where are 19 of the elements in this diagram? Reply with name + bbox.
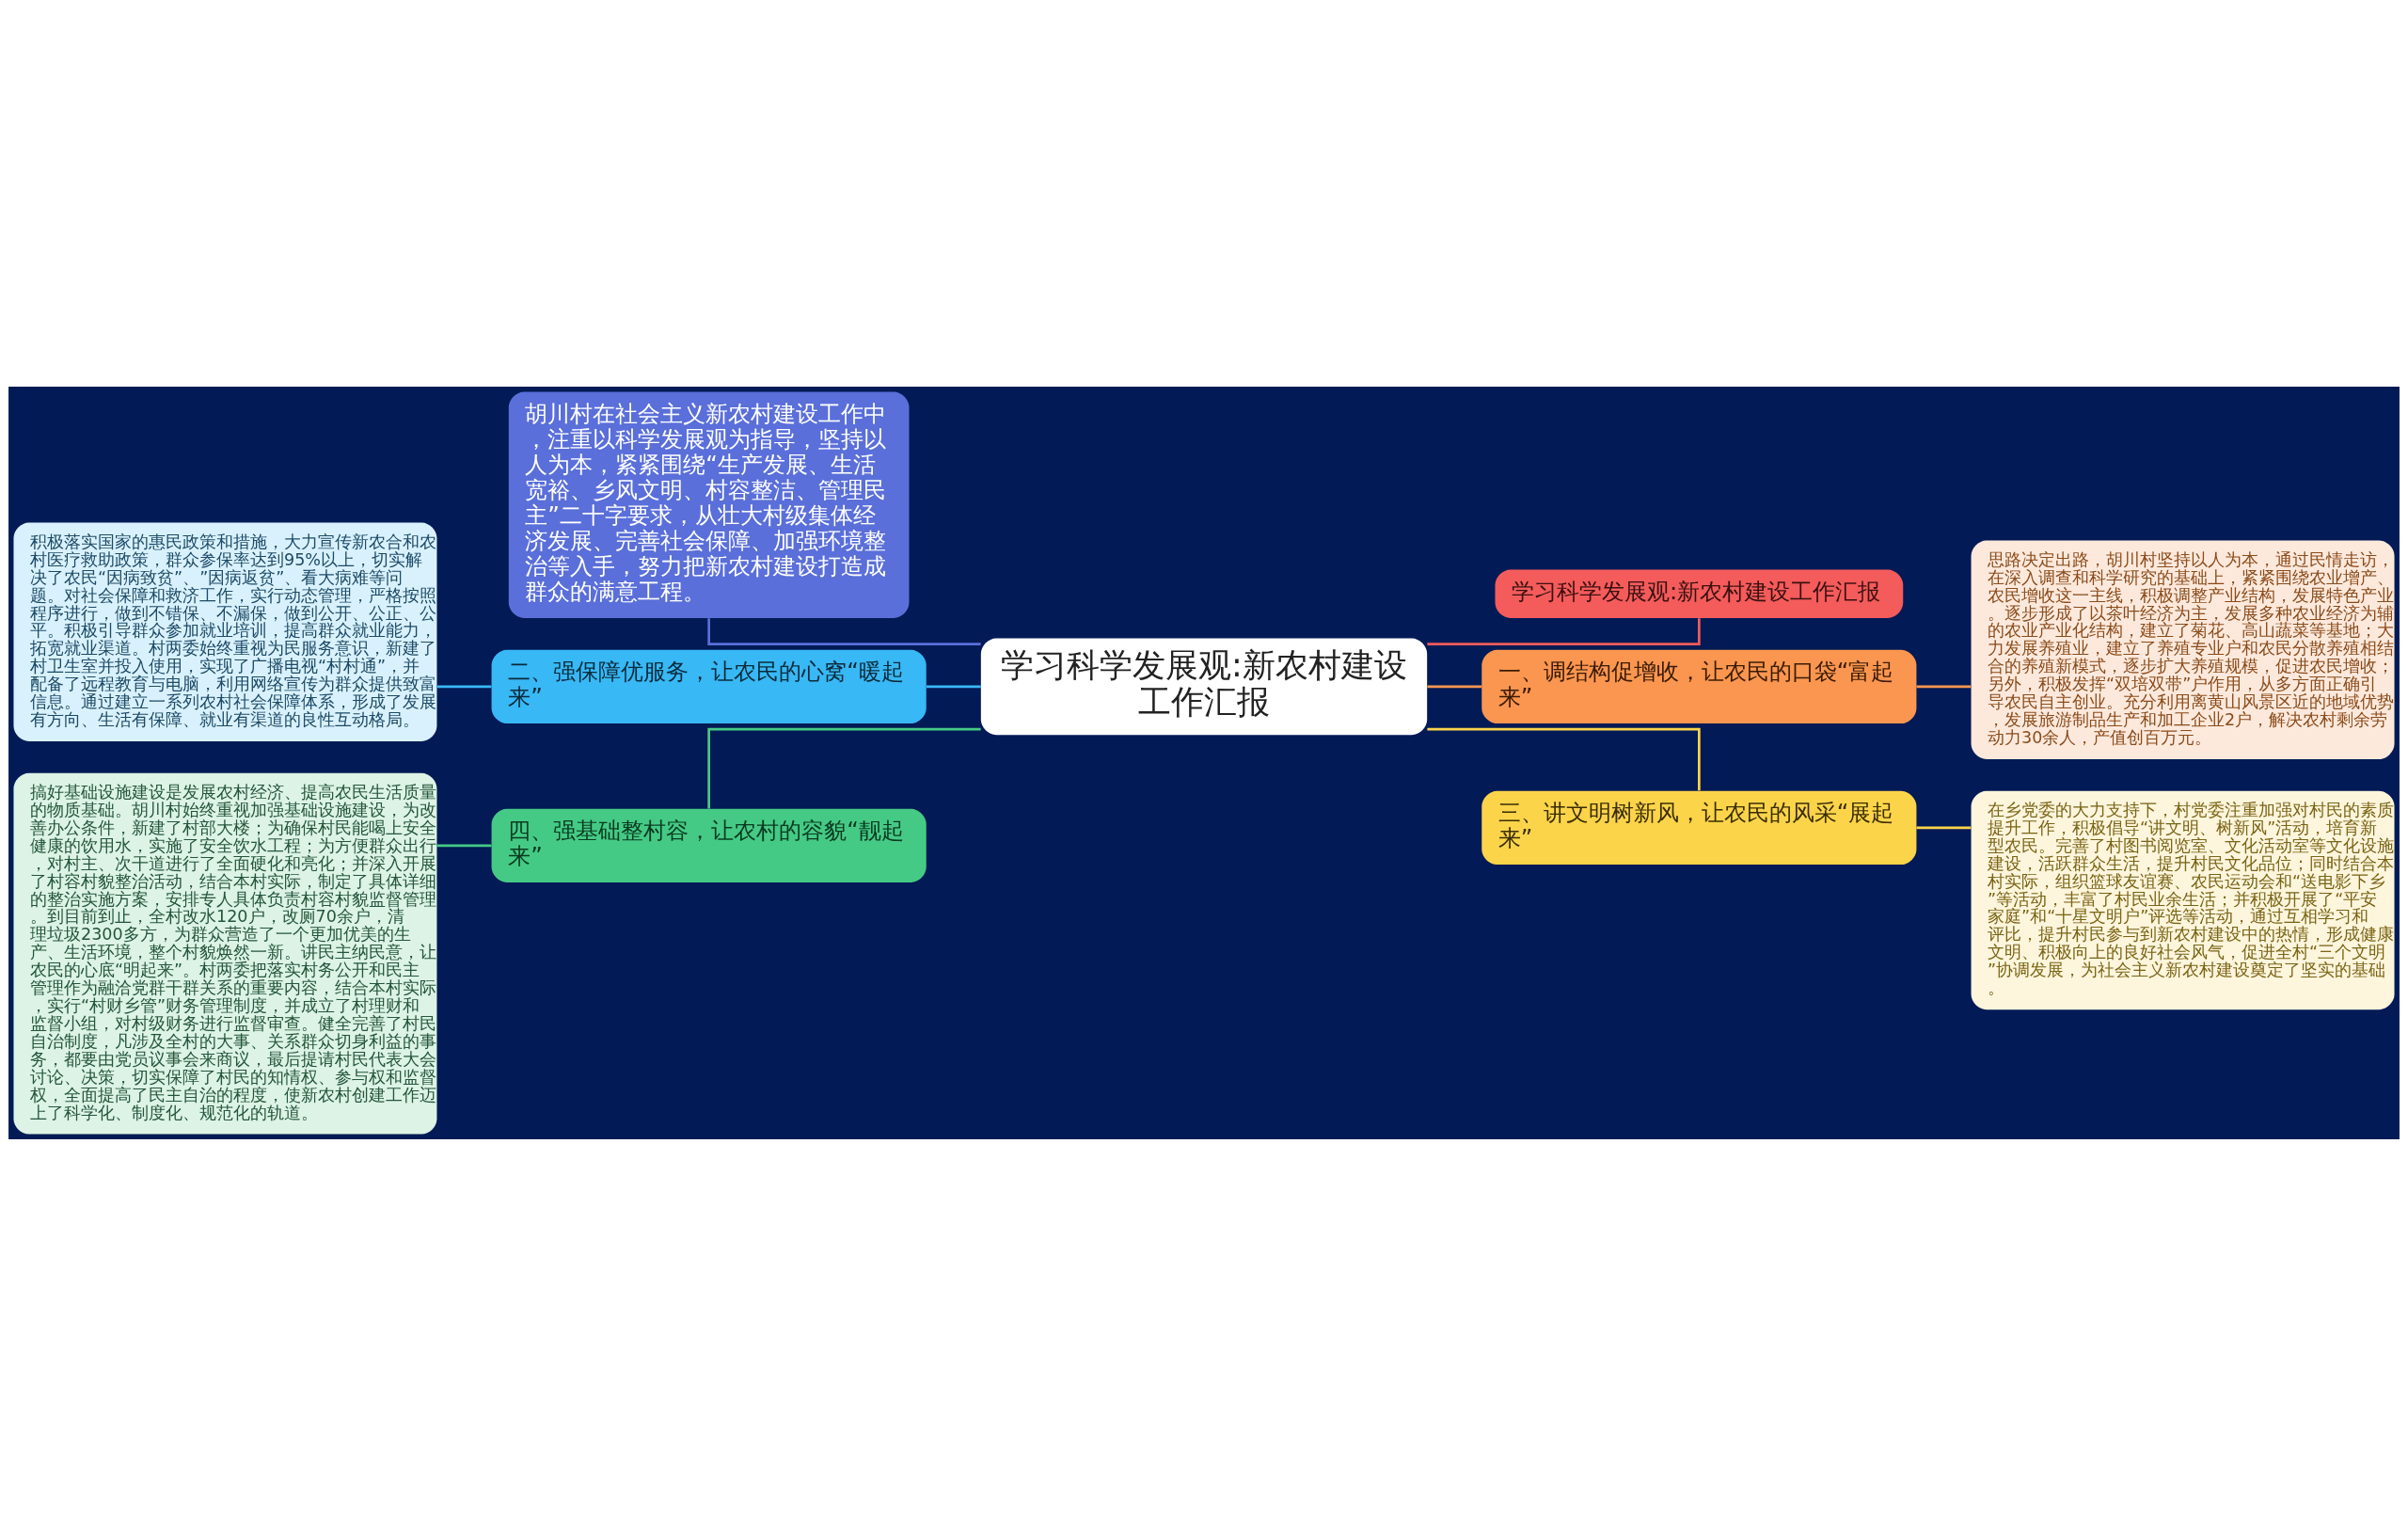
node-box: 三、讲文明树新风，让农民的风采“展起来” xyxy=(1481,790,1917,865)
connector xyxy=(436,685,492,688)
connector xyxy=(707,727,981,808)
node-box: 学习科学发展观:新农村建设工作汇报 xyxy=(980,638,1428,735)
node-box: 搞好基础设施建设是发展农村经济、提高农民生活质量的物质基础。胡川村始终重视加强基础设施建设，为改善办公条件，新建了村部大楼；为确保村民能喝上安全健康的饮用水，实施了安全饮水工程；为方便群众出行，对村主、次干道进行了全面硬化和亮化；并深入开展了村容村貌整治活动，结合本村实际，制定了具体详细的整治实施方案，安排专人具体负责村容村貌监督管理。到目前到止，全村改水120户，改厕70余户，清理垃圾2300多方，为群众营造了一个更加优美的生产、生活环境，整个村貌焕然一新。讲民主纳民意，让农民的心底“明起来”。村两委把落实村务公开和民主管理作为融洽党群干群关系的重要内容，结合本村实际，实行“村财乡管”财务管理制度，并成立了村理财和监督小组，对村级财务进行监督审查。健全完善了村民自治制度，凡涉及全村的大事、关系群众切身利益的事务，都要由党员议事会来商议，最后提请村民代表大会讨论、决策，切实保障了村民的知情权、参与权和监督权，全面提高了民主自治的程度，使新农村创建工作迈上了科学化、制度化、规范化的轨道。 xyxy=(13,772,437,1135)
node-box: 学习科学发展观:新农村建设工作汇报 xyxy=(1495,569,1904,618)
node-box: 胡川村在社会主义新农村建设工作中，注重以科学发展观为指导，坚持以人为本，紧紧围绕“生产发展、生活宽裕、乡风文明、村容整洁、管理民主”二十字要求，从壮大村级集体经济发展、完善社会保障、加强环境整治等入手，努力把新农村建设打造成群众的满意工程。 xyxy=(508,390,910,618)
node-box: 四、强基础整村容，让农村的容貌“靓起来” xyxy=(491,808,927,882)
connector xyxy=(1916,826,1972,829)
node-box: 积极落实国家的惠民政策和措施，大力宣传新农合和农村医疗救助政策，群众参保率达到95%以上，切实解决了农民“因病致贫”、”因病返贫”、看大病难等问题。对社会保障和救济工作，实行动态管理，严格按照程序进行，做到不错保、不漏保，做到公开、公正、公平。积极引导群众参加就业培训，提高群众就业能力，拓宽就业渠道。村两委始终重视为民服务意识，新建了村卫生室并投入使用，实现了广播电视“村村通”，并配备了远程教育与电脑，利用网络宣传为群众提供致富信息。通过建立一系列农村社会保障体系，形成了发展有方向、生活有保障、就业有渠道的良性互动格局。 xyxy=(13,522,437,741)
node-box: 一、调结构促增收，让农民的口袋“富起来” xyxy=(1481,649,1917,723)
connector xyxy=(926,685,981,688)
connector xyxy=(1427,727,1701,790)
node-box: 二、强保障优服务，让农民的心窝“暖起来” xyxy=(491,649,927,723)
node-box: 在乡党委的大力支持下，村党委注重加强对村民的素质提升工作，积极倡导“讲文明、树新风”活动，培育新型农民。完善了村图书阅览室、文化活动室等文化设施建设，活跃群众生活，提升村民文化品位；同时结合本村实际，组织篮球友谊赛、农民运动会和“送电影下乡”等活动，丰富了村民业余生活；并积极开展了“平安家庭”和“十星文明户”评选等活动，通过互相学习和评比，提升村民参与到新农村建设中的热情，形成健康文明、积极向上的良好社会风气，促进全村“三个文明”协调发展，为社会主义新农村建设奠定了坚实的基础。 xyxy=(1971,790,2395,1009)
connector xyxy=(1916,685,1972,688)
connector xyxy=(436,844,492,847)
connector xyxy=(1427,685,1482,688)
node-box: 思路决定出路，胡川村坚持以人为本，通过民情走访，在深入调查和科学研究的基础上，紧紧围绕农业增产、农民增收这一主线，积极调整产业结构，发展特色产业。逐步形成了以茶叶经济为主，发展多种农业经济为辅的农业产业化结构，建立了菊花、高山蔬菜等基地；大力发展养殖业，建立了养殖专业户和农民分散养殖相结合的养殖新模式，逐步扩大养殖规模，促进农民增收；另外，积极发挥“双培双带”户作用，从多方面正确引导农民自主创业。充分利用离黄山风景区近的地域优势，发展旅游制品生产和加工企业2户，解决农村剩余劳动力30余人，产值创百万元。 xyxy=(1971,540,2395,759)
